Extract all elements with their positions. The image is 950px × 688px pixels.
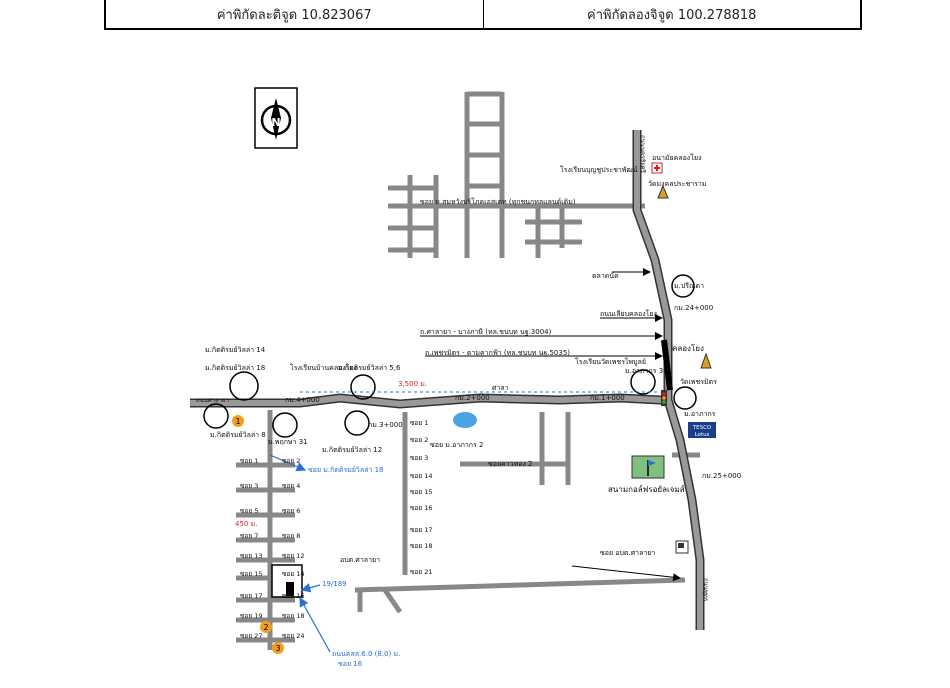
north-arrow-icon: N	[254, 87, 298, 149]
label-road-ksl-soi: ซอย 16	[338, 660, 363, 668]
golf-course-icon	[631, 455, 665, 479]
mid-soi-labels: ซอย 1 ซอย 2 ซอย 3 ซอย 14 ซอย 15 ซอย 16 ซอย 17 ซ…	[410, 419, 432, 576]
coordinate-table: ค่าพิกัดละติจูด 10.823067 ค่าพิกัดลองจิจ…	[104, 0, 862, 30]
pond	[453, 412, 477, 428]
left-soi-label: ซอย 24	[282, 632, 304, 640]
main-roads	[190, 130, 705, 630]
label-km2: กม.2+000	[455, 394, 490, 402]
svg-text:1: 1	[235, 417, 240, 426]
left-soi-label: ซอย 3	[240, 482, 258, 490]
label-km3: กม.3+000	[368, 421, 403, 429]
label-kitirom12: ม.กิตติรมย์วิลล่า 12	[322, 446, 382, 454]
left-soi-label: ซอย 16	[282, 592, 304, 600]
label-kitirom14: ม.กิตติรมย์วิลล่า 14	[205, 346, 266, 354]
label-kitirom56: ม.กิตติรมย์วิลล่า 5,6	[338, 364, 401, 372]
label-km4: กม.4+000	[285, 396, 320, 404]
left-soi-label: ซอย 12	[282, 552, 304, 560]
left-soi-label: ซอย 4	[282, 482, 300, 490]
mid-soi-label: ซอย 3	[410, 454, 428, 462]
label-wat-phetmit: วัดเพชรมิตร	[680, 378, 717, 386]
left-soi-label: ซอย 15	[240, 570, 262, 578]
svg-text:TESCO: TESCO	[692, 425, 712, 431]
mid-soi-label: ซอย 21	[410, 568, 432, 576]
label-km24: กม.24+000	[674, 304, 713, 312]
gas-station-icon	[675, 540, 689, 554]
label-soi-kaothong2: ซอยคาวทอง 2	[488, 460, 533, 468]
village-circles	[203, 274, 697, 438]
latitude-cell: ค่าพิกัดละติจูด 10.823067	[216, 7, 372, 23]
label-soi-top: ซอย ม.สมหวังบริโภคเอสเตท (ทุกชนกทลแลนด์เ…	[420, 197, 576, 206]
label-soi-kitirom18: ซอย ม.กิตติรมย์วิลล่า 18	[308, 466, 384, 474]
mid-soi-label: ซอย 17	[410, 526, 432, 534]
hospital-icon	[651, 162, 663, 174]
label-left-road: ถนนศาลายา	[196, 397, 229, 404]
left-soi-label: ซอย 2	[282, 457, 300, 465]
left-soi-label: ซอย 6	[282, 507, 300, 515]
minor-roads	[236, 91, 700, 650]
left-soi-label: ซอย 17	[240, 592, 262, 600]
left-soi-label: ซอย 5	[240, 507, 258, 515]
left-soi-label: ซอย 13	[240, 552, 262, 560]
label-hospital: อนามัยคลองโยง	[652, 153, 702, 162]
label-golf: สนามกอล์ฟรอยัลเจมส์	[608, 484, 685, 494]
label-sala: ศาลา	[492, 384, 509, 392]
svg-text:3: 3	[275, 644, 280, 653]
left-soi-label: ซอย 14	[282, 570, 304, 578]
temple-icons	[657, 184, 712, 369]
left-soi-label: ซอย 1	[240, 457, 258, 465]
left-soi-label: ซอย 8	[282, 532, 300, 540]
left-soi-label: ซอย 7	[240, 532, 258, 540]
numbered-markers: 1 2 3	[232, 415, 284, 654]
label-talad-nat: ตลาดนัด	[592, 272, 619, 280]
label-km25: กม.25+000	[702, 472, 741, 480]
label-road-bangphasi: ถ.ศาลายา - บางภาษี (ทล.ชนบท นฐ.3004)	[420, 328, 552, 336]
mid-soi-label: ซอย 15	[410, 488, 432, 496]
label-athakorn3: ม.อาภากร 3	[625, 367, 663, 375]
traffic-light-icon	[661, 390, 667, 406]
left-soi-label: ซอย 18	[282, 612, 304, 620]
label-school-left: โรงเรียนบ้านคลองโยง	[290, 363, 357, 372]
label-wat-mongkhon: วัดมงคลประชาราม	[648, 180, 706, 188]
label-road-lieb: ถนนเลียบคลองโยง	[600, 309, 657, 318]
label-soi-salaya: ซอย อบต.ศาลายา	[600, 549, 655, 557]
label-highway-right: ถนนนครชัยศรี	[639, 135, 647, 174]
label-obt-salaya: อบต.ศาลายา	[340, 556, 380, 564]
mid-soi-label: ซอย 1	[410, 419, 428, 427]
left-soi-label: ซอย 27	[240, 632, 262, 640]
label-khlong-yong: คลองโยง	[672, 343, 704, 353]
label-kitirom18: ม.กิตติรมย์วิลล่า 18	[205, 364, 265, 372]
label-road-ksl: ถนนคสล.6.0 (8.0) ม.	[332, 650, 400, 658]
label-puntalu: ม.ปรีณดา	[674, 282, 704, 290]
label-highway-bottom: ถนนพุทธ	[702, 578, 709, 602]
tesco-logo: TESCO Lotus	[688, 422, 716, 438]
label-school-right: โรงเรียนวัดเพชรไพบูลย์	[575, 357, 646, 366]
svg-text:2: 2	[263, 623, 268, 632]
target-marker	[286, 582, 294, 596]
label-soi-athakorn2: ซอย ม.อาภากร 2	[430, 441, 483, 449]
label-athakorn: ม.อาภากร	[684, 410, 716, 418]
mid-soi-label: ซอย 2	[410, 436, 428, 444]
compass-letter: N	[271, 116, 280, 129]
label-kitirom8: ม.กิตติรมย์วิลล่า 8	[210, 431, 266, 439]
svg-text:Lotus: Lotus	[695, 432, 710, 438]
label-road-phetmit: ถ.เพชรมิตร - ตามคากฟ้า (ทล.ชนบท นฐ.5035)	[425, 349, 570, 357]
left-soi-labels: ซอย 1 ซอย 2 ซอย 3 ซอย 4 ซอย 5 ซอย 6 ซอย 7 ซอย 8…	[240, 457, 304, 640]
label-km1: กม.1+000	[590, 394, 625, 402]
label-dist-3500: 3,500 ม.	[398, 380, 427, 388]
label-pracharat-school: โรงเรียนบุญชูประชาพัฒน์	[560, 165, 638, 174]
longitude-cell: ค่าพิกัดลองจิจูด 100.278818	[482, 0, 861, 28]
label-house-no: 19/189	[322, 580, 347, 588]
left-soi-label: ซอย 19	[240, 612, 262, 620]
mid-soi-label: ซอย 18	[410, 542, 432, 550]
mid-soi-label: ซอย 14	[410, 472, 432, 480]
label-pruksa31: ม.พฤกษา 31	[268, 438, 308, 446]
label-dist-450: 450 ม.	[235, 520, 257, 528]
mid-soi-label: ซอย 16	[410, 504, 432, 512]
